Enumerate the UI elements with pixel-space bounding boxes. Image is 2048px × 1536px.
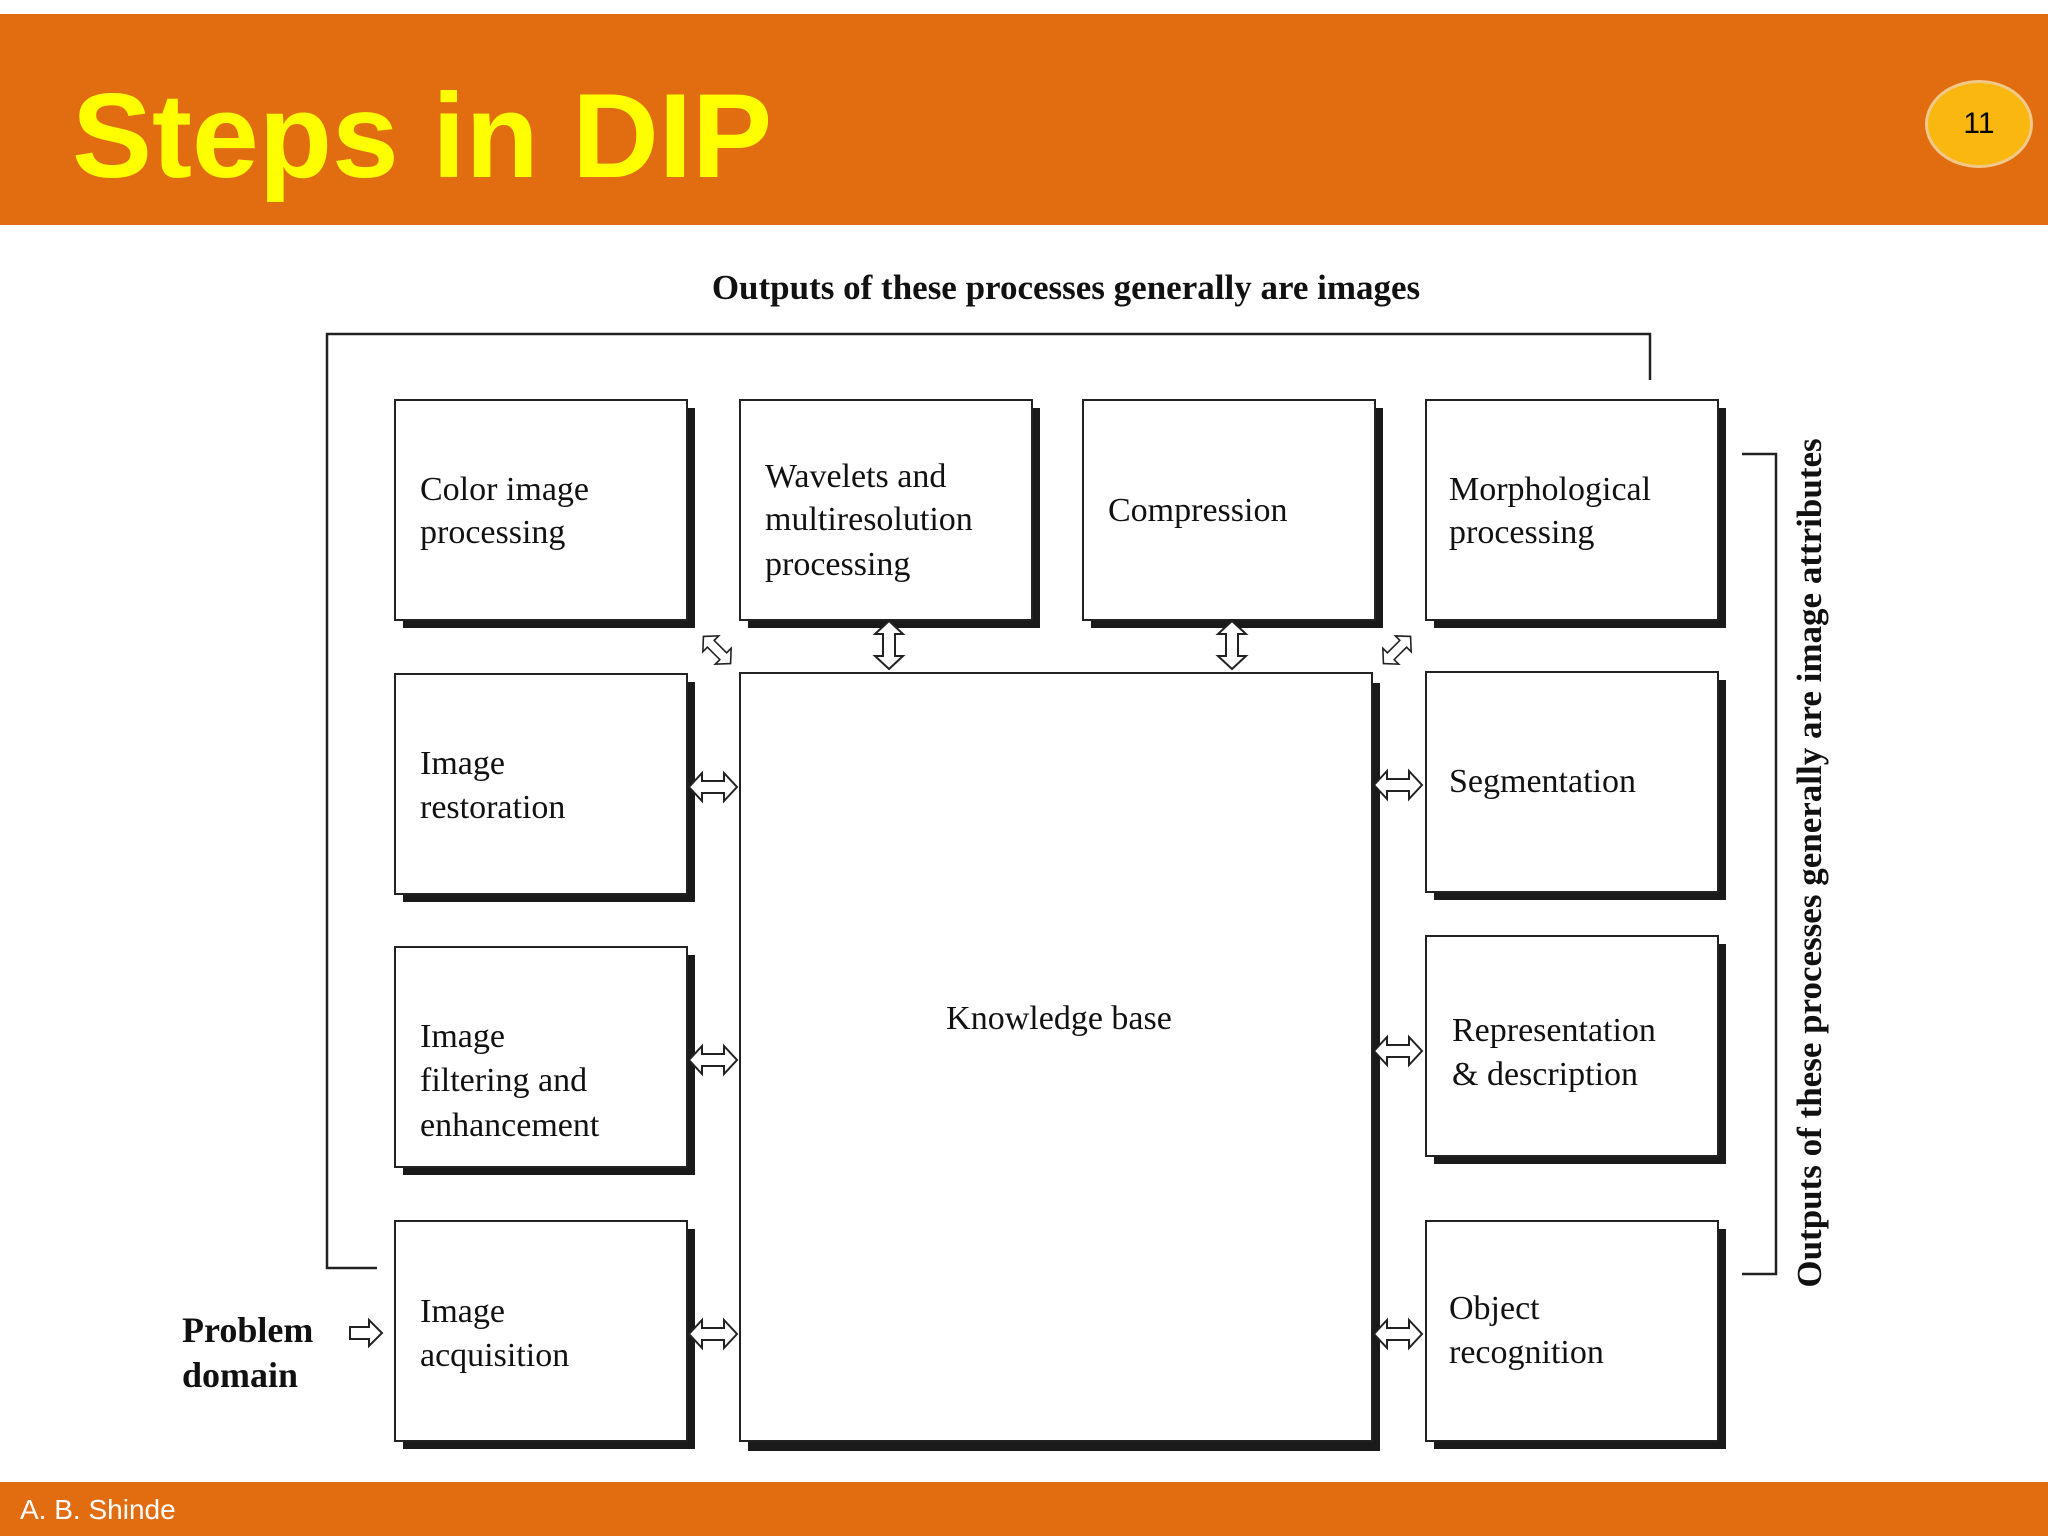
svg-text:Image acquisition: Image acquisition: [420, 1293, 569, 1374]
box-color-image-processing: Color image processing: [394, 399, 695, 628]
svg-text:Color image processing: Color image processing: [420, 471, 598, 551]
side-caption: Outputs of these processes generally are…: [1790, 438, 1829, 1287]
arrow-color-kb: [694, 627, 740, 673]
box-segmentation: Segmentation: [1425, 671, 1726, 900]
arrow-kb-representation: [1373, 1036, 1423, 1066]
arrow-filtering-kb: [688, 1045, 738, 1075]
right-bracket: [1742, 452, 1778, 1276]
author-name: A. B. Shinde: [20, 1494, 176, 1525]
knowledge-base-label: Knowledge base: [946, 1000, 1172, 1037]
slide-header: Steps in DIP 11: [0, 14, 2048, 225]
arrow-restoration-kb: [688, 772, 738, 802]
box-image-filtering: Image filtering and enhancement: [394, 946, 695, 1175]
box-representation-description: Representation & description: [1425, 935, 1726, 1164]
arrow-morphological-kb: [1374, 627, 1420, 673]
box-object-recognition: Object recognition: [1425, 1220, 1726, 1449]
svg-text:Morphological processing: Morphological processing: [1449, 471, 1660, 551]
problem-domain-arrow: [349, 1319, 383, 1347]
box-compression: Compression: [1082, 399, 1383, 628]
page-number-badge: 11: [1925, 80, 2033, 168]
top-bracket: [325, 332, 1652, 1270]
box-wavelets: Wavelets and multiresolution processing: [739, 399, 1040, 628]
svg-text:Object recognition: Object recognition: [1449, 1290, 1604, 1371]
svg-text:Wavelets and multiresolu: Wavelets and multiresolution processing: [765, 458, 981, 583]
arrow-kb-object-recognition: [1373, 1319, 1423, 1349]
svg-text:Compression: Compression: [1108, 492, 1287, 529]
svg-text:Image filtering and: Image filtering and enhancement: [420, 1018, 600, 1144]
box-morphological-processing: Morphological processing: [1425, 399, 1726, 628]
knowledge-base: Knowledge base: [739, 672, 1380, 1451]
arrow-acquisition-kb: [688, 1319, 738, 1349]
problem-domain-label: Problem domain: [182, 1310, 322, 1395]
box-image-acquisition: Image acquisition: [394, 1220, 695, 1449]
arrow-kb-segmentation: [1373, 770, 1423, 800]
svg-text:Segmentation: Segmentation: [1449, 763, 1636, 800]
slide-title: Steps in DIP: [72, 69, 773, 203]
arrow-wavelets-kb: [874, 620, 904, 670]
slide-footer: A. B. Shinde: [0, 1482, 2048, 1536]
svg-text:Image restoration: Image restoration: [420, 745, 565, 826]
top-caption: Outputs of these processes generally are…: [712, 268, 1420, 307]
arrow-compression-kb: [1217, 620, 1247, 670]
svg-text:Representation & descrip: Representation & description: [1452, 1012, 1664, 1093]
box-image-restoration: Image restoration: [394, 673, 695, 902]
